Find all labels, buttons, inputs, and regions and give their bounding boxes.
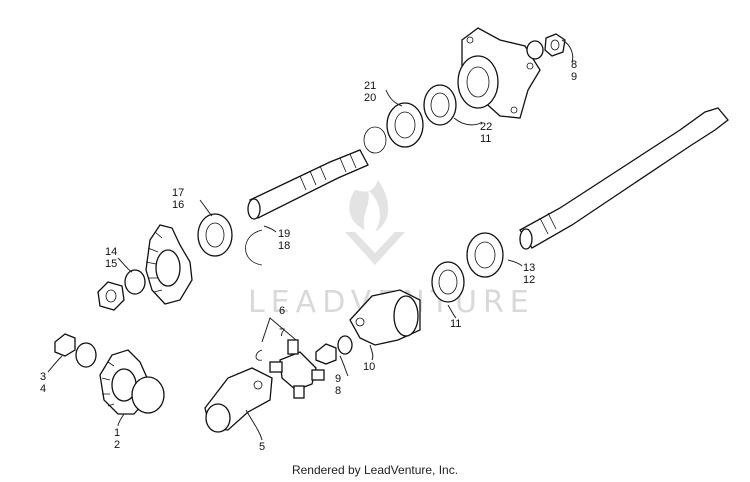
snap-ring (363, 126, 387, 154)
callout-14: 14 (105, 246, 117, 258)
callout-8: 8 (571, 59, 577, 71)
callout-16: 16 (172, 199, 184, 211)
callout-1: 1 (114, 427, 120, 439)
bearing (423, 84, 457, 126)
callout-6: 6 (279, 305, 285, 317)
hub-nut (544, 33, 566, 57)
callout-9-lower: 9 (335, 373, 341, 385)
small-washer (75, 342, 97, 368)
axle-shaft (519, 107, 729, 250)
callout-5: 5 (259, 441, 265, 453)
gear-washer (124, 269, 146, 295)
callout-2: 2 (114, 439, 120, 451)
callout-20: 20 (364, 92, 376, 104)
callout-11-upper: 11 (480, 133, 491, 145)
lower-axle-assembly (54, 107, 729, 433)
bevel-gear (145, 224, 193, 305)
yoke-washer (337, 335, 353, 355)
u-joint-cross (269, 339, 325, 399)
clip-ring (255, 349, 263, 361)
callout-4: 4 (40, 383, 46, 395)
callout-7: 7 (279, 327, 285, 339)
callout-11-lower: 11 (450, 318, 461, 330)
pinion-bearing (197, 213, 233, 257)
callout-21: 21 (364, 80, 376, 92)
callout-22: 22 (480, 121, 492, 133)
seal (386, 102, 424, 148)
axle-seal (431, 261, 465, 303)
output-yoke (349, 289, 421, 346)
callout-13: 13 (523, 262, 535, 274)
callout-3: 3 (40, 371, 46, 383)
callout-19: 19 (278, 228, 290, 240)
credit-line: Rendered by LeadVenture, Inc. (291, 463, 459, 477)
callout-8-lower: 8 (335, 385, 341, 397)
upper-shaft-assembly (97, 27, 566, 311)
callout-labels: 8 9 21 20 22 11 17 16 19 18 14 15 13 12 … (40, 59, 577, 453)
gear-nut (97, 281, 125, 311)
callout-10: 10 (363, 361, 375, 373)
ring-gear-washer (131, 376, 165, 414)
callout-lines (47, 39, 574, 441)
hub-flange (457, 27, 541, 119)
callout-17: 17 (172, 187, 184, 199)
axle-bearing (466, 232, 504, 278)
input-yoke (204, 367, 273, 433)
washer (526, 40, 544, 60)
yoke-nut (315, 343, 337, 365)
retaining-ring (245, 229, 263, 266)
callout-15: 15 (105, 258, 117, 270)
callout-9: 9 (571, 71, 577, 83)
callout-18: 18 (278, 240, 290, 252)
small-nut (54, 333, 76, 357)
callout-12: 12 (523, 274, 535, 286)
pinion-shaft (247, 149, 369, 220)
